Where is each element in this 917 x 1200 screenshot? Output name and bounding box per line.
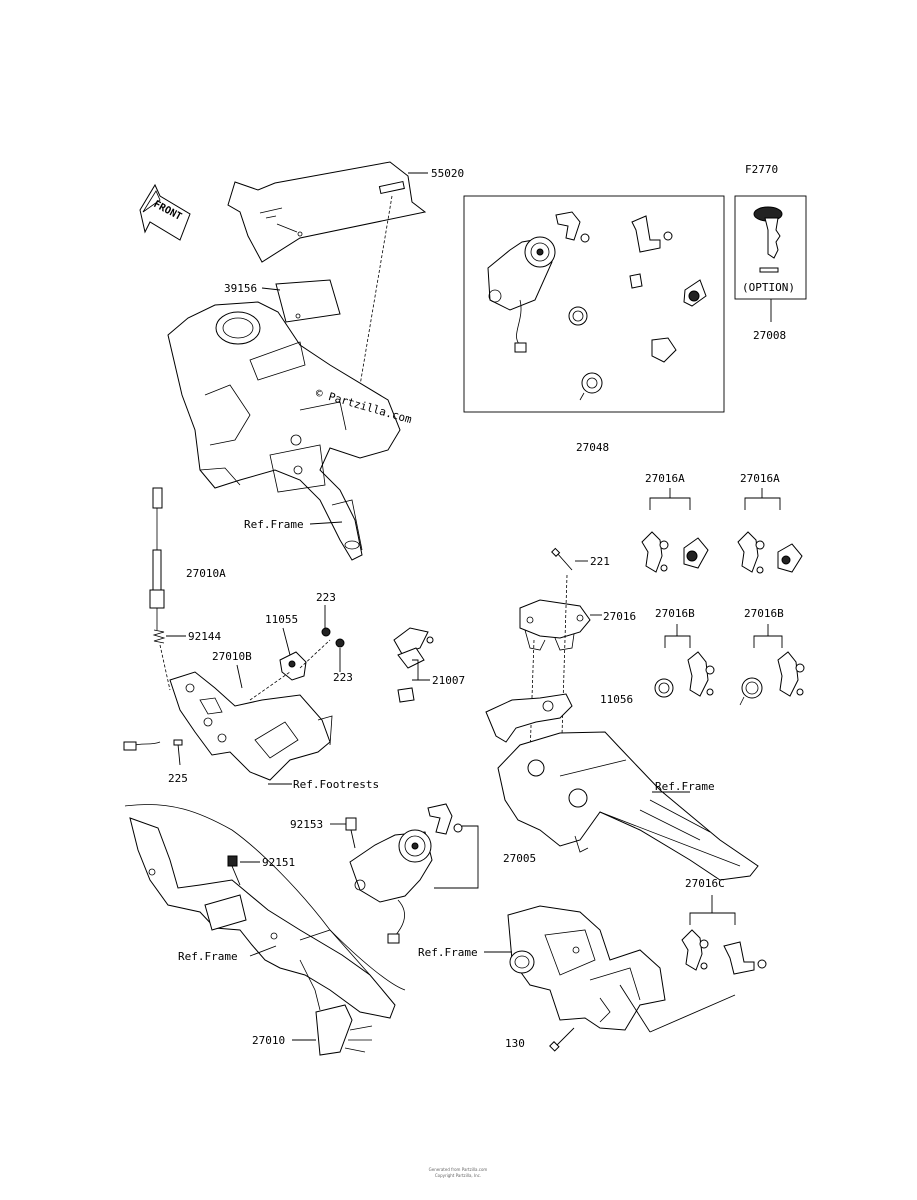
bolt-221-icon	[551, 547, 573, 571]
part-27010a-sensor[interactable]	[149, 487, 165, 630]
part-number-92144[interactable]: 92144	[188, 630, 221, 643]
ref-frame-3: Ref.Frame	[178, 950, 238, 963]
footer-line-2: Copyright Partzilla, Inc.	[435, 1173, 481, 1178]
part-92144-spring[interactable]	[152, 629, 166, 644]
upper-frame-drawing	[167, 301, 401, 561]
ref-frame-1: Ref.Frame	[244, 518, 304, 531]
part-number-92153[interactable]: 92153	[290, 818, 323, 831]
part-number-223-top[interactable]: 223	[316, 591, 336, 604]
part-number-27048[interactable]: 27048	[576, 441, 609, 454]
part-27008-key-box[interactable]	[734, 195, 807, 300]
part-11055-clamp	[279, 651, 307, 681]
part-number-11056[interactable]: 11056	[600, 693, 633, 706]
key-icon	[753, 206, 783, 273]
part-27010-switch[interactable]	[299, 959, 373, 1056]
part-number-223-bottom[interactable]: 223	[333, 671, 353, 684]
part-number-27010b[interactable]: 27010B	[212, 650, 252, 663]
part-number-27016b-right[interactable]: 27016B	[744, 607, 784, 620]
part-number-27016[interactable]: 27016	[603, 610, 636, 623]
part-number-55020[interactable]: 55020	[431, 167, 464, 180]
part-27016a-left-set	[641, 531, 709, 573]
rear-frame-drawing	[497, 731, 759, 881]
ref-frame-2: Ref.Frame	[655, 780, 715, 793]
part-number-21007[interactable]: 21007	[432, 674, 465, 687]
part-number-221[interactable]: 221	[590, 555, 610, 568]
part-55020-label-sheet[interactable]	[227, 161, 427, 263]
part-27005-bracket[interactable]	[485, 693, 573, 743]
part-27016a-right-set	[737, 531, 803, 574]
part-27048-kit-box[interactable]	[463, 195, 725, 413]
part-number-130[interactable]: 130	[505, 1037, 525, 1050]
footrest-bracket-drawing	[123, 671, 333, 781]
option-label: (OPTION)	[742, 281, 795, 294]
part-27016b-left-set	[654, 651, 715, 698]
kit-27048-components	[487, 211, 707, 401]
ref-footrests: Ref.Footrests	[293, 778, 379, 791]
part-number-92151[interactable]: 92151	[262, 856, 295, 869]
part-number-39156[interactable]: 39156	[224, 282, 257, 295]
part-27016-bracket[interactable]	[519, 599, 591, 651]
bolt-92153-icon	[345, 817, 357, 849]
part-number-27010a[interactable]: 27010A	[186, 567, 226, 580]
part-number-27005[interactable]: 27005	[503, 852, 536, 865]
diagram-code: F2770	[745, 163, 778, 176]
ignition-switch-assembly[interactable]	[349, 803, 463, 944]
part-number-27008[interactable]: 27008	[753, 329, 786, 342]
nut-223-bottom-icon	[335, 638, 345, 648]
lower-left-frame-drawing	[124, 804, 406, 1019]
bolt-92151-icon	[227, 855, 241, 886]
part-number-27010[interactable]: 27010	[252, 1034, 285, 1047]
part-number-27016c[interactable]: 27016C	[685, 877, 725, 890]
part-27016c-set	[681, 929, 767, 975]
part-27016b-right-set	[739, 651, 805, 706]
part-number-225[interactable]: 225	[168, 772, 188, 785]
part-number-27016a-left[interactable]: 27016A	[645, 472, 685, 485]
nut-223-top-icon	[321, 627, 331, 637]
part-21007-key-set[interactable]	[393, 627, 434, 703]
part-number-11055[interactable]: 11055	[265, 613, 298, 626]
bolt-225-icon	[173, 739, 183, 766]
front-arrow-icon: FRONT	[139, 183, 191, 241]
footer-line-1: Generated from Partzilla.com	[429, 1167, 488, 1172]
part-number-27016a-right[interactable]: 27016A	[740, 472, 780, 485]
bolt-130-icon	[549, 1027, 575, 1052]
ref-frame-4: Ref.Frame	[418, 946, 478, 959]
lower-right-frame-drawing	[507, 905, 666, 1031]
part-39156-pad[interactable]	[275, 279, 341, 323]
part-number-27016b-left[interactable]: 27016B	[655, 607, 695, 620]
